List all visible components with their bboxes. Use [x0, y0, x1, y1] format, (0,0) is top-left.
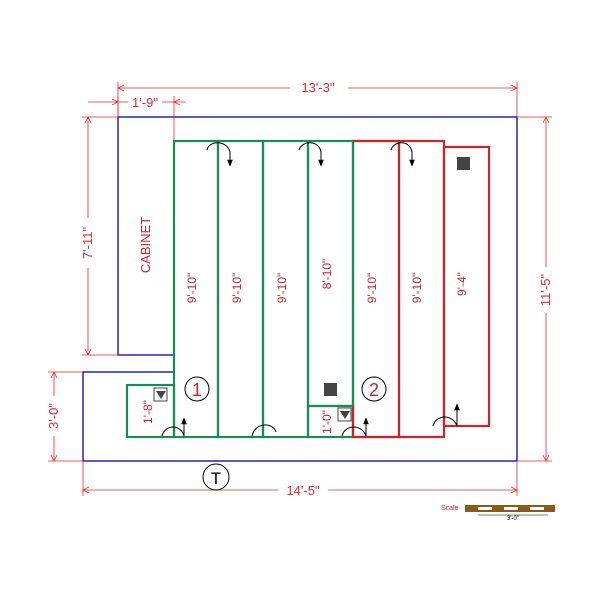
scale-bar: Scale 3'-0": [441, 505, 555, 522]
zone-1-marker: [184, 376, 210, 402]
dim-overall-width-top: 13'-3": [301, 80, 335, 95]
zone-2-runs: [351, 139, 491, 439]
zone-1-runs: [125, 139, 401, 439]
connector-triangle-zone-2: [340, 411, 350, 419]
sensor-zone-2: [457, 157, 470, 170]
run-label: 9'-10": [365, 273, 379, 304]
run-label: 9'-10": [275, 273, 289, 304]
scale-label: Scale: [441, 505, 459, 512]
thermostat-symbol: [202, 463, 230, 491]
scale-value: 3'-0": [507, 516, 519, 522]
turn-arrows: [161, 142, 460, 437]
dim-overall-width-bottom: 14'-5": [286, 483, 320, 498]
zone-1-number: 1: [192, 380, 202, 400]
run-label: 9'-10": [230, 273, 244, 304]
run-label: 9'-4": [455, 272, 469, 296]
dim-overall-height: 11'-5": [538, 274, 553, 307]
dim-cabinet-width: 1'-9": [132, 95, 158, 110]
cabinet-label: CABINET: [138, 217, 153, 273]
thermostat-label: T: [211, 469, 221, 488]
run-label: 8'-10": [320, 259, 334, 290]
dim-cabinet-height: 7'-11": [80, 227, 95, 260]
zone-2-number: 2: [369, 380, 379, 400]
connector-triangle-zone-1: [156, 391, 166, 399]
dim-alcove-height: 3'-0": [46, 403, 61, 429]
short-run-label: 1'-8": [141, 400, 155, 424]
connector-box-zone-1: [153, 387, 168, 402]
connector-box-zone-2: [337, 407, 352, 422]
zone-2-marker: [361, 376, 387, 402]
sensor-zone-1: [324, 383, 337, 396]
short-run-label: 1'-0": [320, 410, 334, 434]
dimension-lines: [48, 82, 552, 496]
run-label: 9'-10": [410, 273, 424, 304]
run-label: 9'-10": [185, 273, 199, 304]
